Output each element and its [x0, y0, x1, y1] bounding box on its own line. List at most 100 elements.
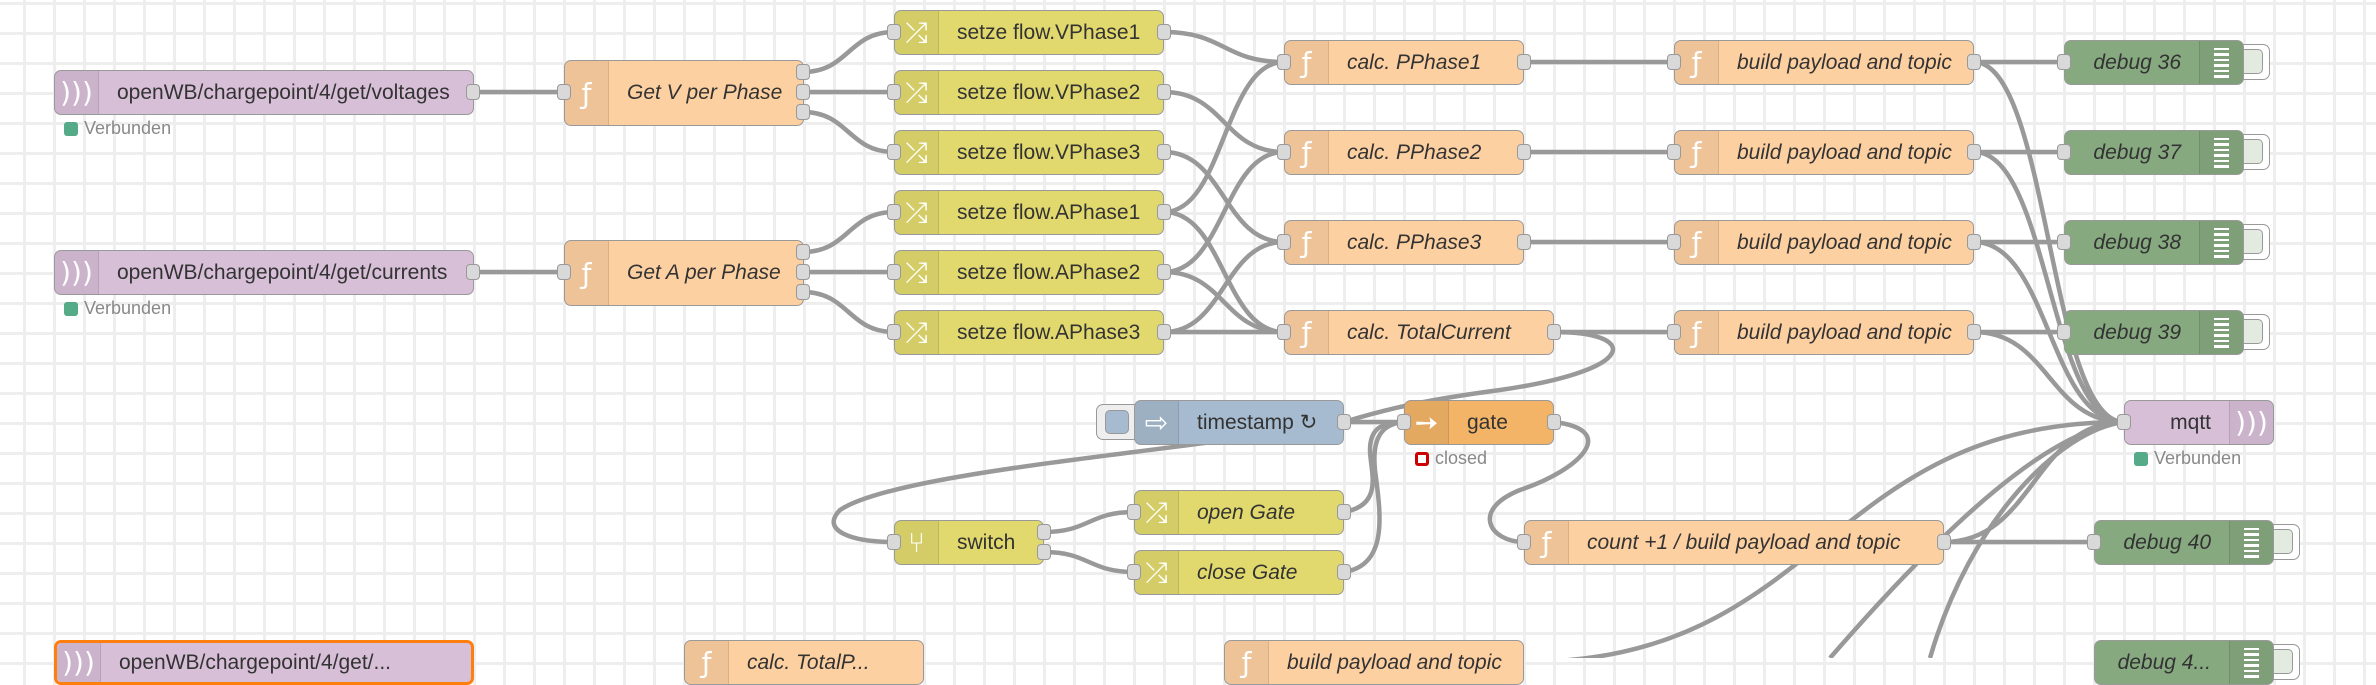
count-build-payload-node[interactable]: ƒ count +1 / build payload and topic — [1524, 520, 1944, 565]
input-port[interactable] — [1397, 414, 1411, 430]
build-payload-node[interactable]: ƒ build payload and topic — [1674, 220, 1974, 265]
output-port[interactable] — [1157, 204, 1171, 220]
output-port[interactable] — [1517, 54, 1531, 70]
input-port[interactable] — [887, 144, 901, 160]
build-payload-bottom-node[interactable]: ƒ build payload and topic — [1224, 640, 1524, 685]
mqtt-in-voltages-node[interactable]: ))) openWB/chargepoint/4/get/voltages — [54, 70, 474, 115]
input-port[interactable] — [1277, 144, 1291, 160]
input-port[interactable] — [1277, 324, 1291, 340]
output-port[interactable] — [1337, 504, 1351, 520]
calc-pphase1-node[interactable]: ƒ calc. PPhase1 — [1284, 40, 1524, 85]
debug-toggle-button[interactable] — [2242, 224, 2270, 260]
wire[interactable] — [1163, 239, 1285, 335]
input-port[interactable] — [2087, 534, 2101, 550]
wire[interactable] — [1973, 149, 2125, 425]
output-port[interactable] — [1967, 54, 1981, 70]
get-v-per-phase-node[interactable]: ƒ Get V per Phase — [564, 60, 804, 126]
mqtt-in-bottom-node[interactable]: ))) openWB/chargepoint/4/get/... — [54, 640, 474, 685]
mqtt-out-node[interactable]: ))) mqtt — [2124, 400, 2274, 445]
output-port[interactable] — [1517, 234, 1531, 250]
wire[interactable] — [802, 289, 895, 335]
wire[interactable] — [802, 209, 895, 255]
setze-vphase3-node[interactable]: ⤮ setze flow.VPhase3 — [894, 130, 1164, 175]
wire[interactable] — [1163, 149, 1285, 245]
setze-aphase3-node[interactable]: ⤮ setze flow.APhase3 — [894, 310, 1164, 355]
output-port[interactable] — [1037, 524, 1051, 540]
output-port[interactable] — [1937, 534, 1951, 550]
output-port[interactable] — [1157, 144, 1171, 160]
get-a-per-phase-node[interactable]: ƒ Get A per Phase — [564, 240, 804, 306]
build-payload-node[interactable]: ƒ build payload and topic — [1674, 40, 1974, 85]
output-port[interactable] — [1547, 414, 1561, 430]
gate-node[interactable]: ➙ gate — [1404, 400, 1554, 445]
input-port[interactable] — [887, 84, 901, 100]
input-port[interactable] — [887, 534, 901, 550]
calc-pphase2-node[interactable]: ƒ calc. PPhase2 — [1284, 130, 1524, 175]
debug-toggle-button[interactable] — [2242, 44, 2270, 80]
input-port[interactable] — [1127, 564, 1141, 580]
setze-aphase2-node[interactable]: ⤮ setze flow.APhase2 — [894, 250, 1164, 295]
debug-36-node[interactable]: debug 36 — [2064, 40, 2244, 85]
inject-trigger-button[interactable] — [1096, 404, 1136, 440]
wire[interactable] — [1163, 59, 1285, 215]
wire[interactable] — [1163, 29, 1285, 65]
output-port[interactable] — [796, 104, 810, 120]
output-port[interactable] — [466, 264, 480, 280]
setze-vphase2-node[interactable]: ⤮ setze flow.VPhase2 — [894, 70, 1164, 115]
input-port[interactable] — [1517, 534, 1531, 550]
output-port[interactable] — [466, 84, 480, 100]
build-payload-node[interactable]: ƒ build payload and topic — [1674, 310, 1974, 355]
input-port[interactable] — [557, 84, 571, 100]
wire[interactable] — [1163, 89, 1285, 155]
output-port[interactable] — [1967, 234, 1981, 250]
input-port[interactable] — [1667, 54, 1681, 70]
wire[interactable] — [1043, 509, 1135, 535]
output-port[interactable] — [796, 64, 810, 80]
wire[interactable] — [802, 109, 895, 155]
output-port[interactable] — [1517, 144, 1531, 160]
wire[interactable] — [1043, 549, 1135, 575]
input-port[interactable] — [1277, 234, 1291, 250]
input-port[interactable] — [1667, 324, 1681, 340]
switch-node[interactable]: ⑂ switch — [894, 520, 1044, 565]
debug-39-node[interactable]: debug 39 — [2064, 310, 2244, 355]
input-port[interactable] — [887, 204, 901, 220]
input-port[interactable] — [2057, 324, 2071, 340]
wire-open-to-gate[interactable] — [1343, 419, 1405, 515]
wire[interactable] — [1163, 269, 1285, 335]
output-port[interactable] — [796, 264, 810, 280]
debug-toggle-button[interactable] — [2272, 644, 2300, 680]
output-port[interactable] — [1337, 564, 1351, 580]
output-port[interactable] — [1157, 264, 1171, 280]
input-port[interactable] — [1667, 144, 1681, 160]
output-port[interactable] — [796, 284, 810, 300]
wire[interactable] — [1163, 209, 1285, 335]
output-port[interactable] — [1967, 324, 1981, 340]
calc-totalcurrent-node[interactable]: ƒ calc. TotalCurrent — [1284, 310, 1554, 355]
debug-38-node[interactable]: debug 38 — [2064, 220, 2244, 265]
output-port[interactable] — [796, 244, 810, 260]
calc-bottom-node[interactable]: ƒ calc. TotalP... — [684, 640, 924, 685]
build-payload-node[interactable]: ƒ build payload and topic — [1674, 130, 1974, 175]
output-port[interactable] — [1157, 24, 1171, 40]
debug-37-node[interactable]: debug 37 — [2064, 130, 2244, 175]
debug-toggle-button[interactable] — [2272, 524, 2300, 560]
input-port[interactable] — [2117, 414, 2131, 430]
wire[interactable] — [802, 29, 895, 75]
input-port[interactable] — [2057, 234, 2071, 250]
debug-toggle-button[interactable] — [2242, 314, 2270, 350]
wire-close-to-gate[interactable] — [1343, 419, 1405, 575]
output-port[interactable] — [1037, 544, 1051, 560]
output-port[interactable] — [1157, 324, 1171, 340]
input-port[interactable] — [887, 264, 901, 280]
output-port[interactable] — [1967, 144, 1981, 160]
debug-bottom-node[interactable]: debug 4... — [2094, 640, 2274, 685]
calc-pphase3-node[interactable]: ƒ calc. PPhase3 — [1284, 220, 1524, 265]
output-port[interactable] — [796, 84, 810, 100]
output-port[interactable] — [1157, 84, 1171, 100]
setze-aphase1-node[interactable]: ⤮ setze flow.APhase1 — [894, 190, 1164, 235]
input-port[interactable] — [887, 324, 901, 340]
input-port[interactable] — [887, 24, 901, 40]
input-port[interactable] — [1127, 504, 1141, 520]
debug-40-node[interactable]: debug 40 — [2094, 520, 2274, 565]
